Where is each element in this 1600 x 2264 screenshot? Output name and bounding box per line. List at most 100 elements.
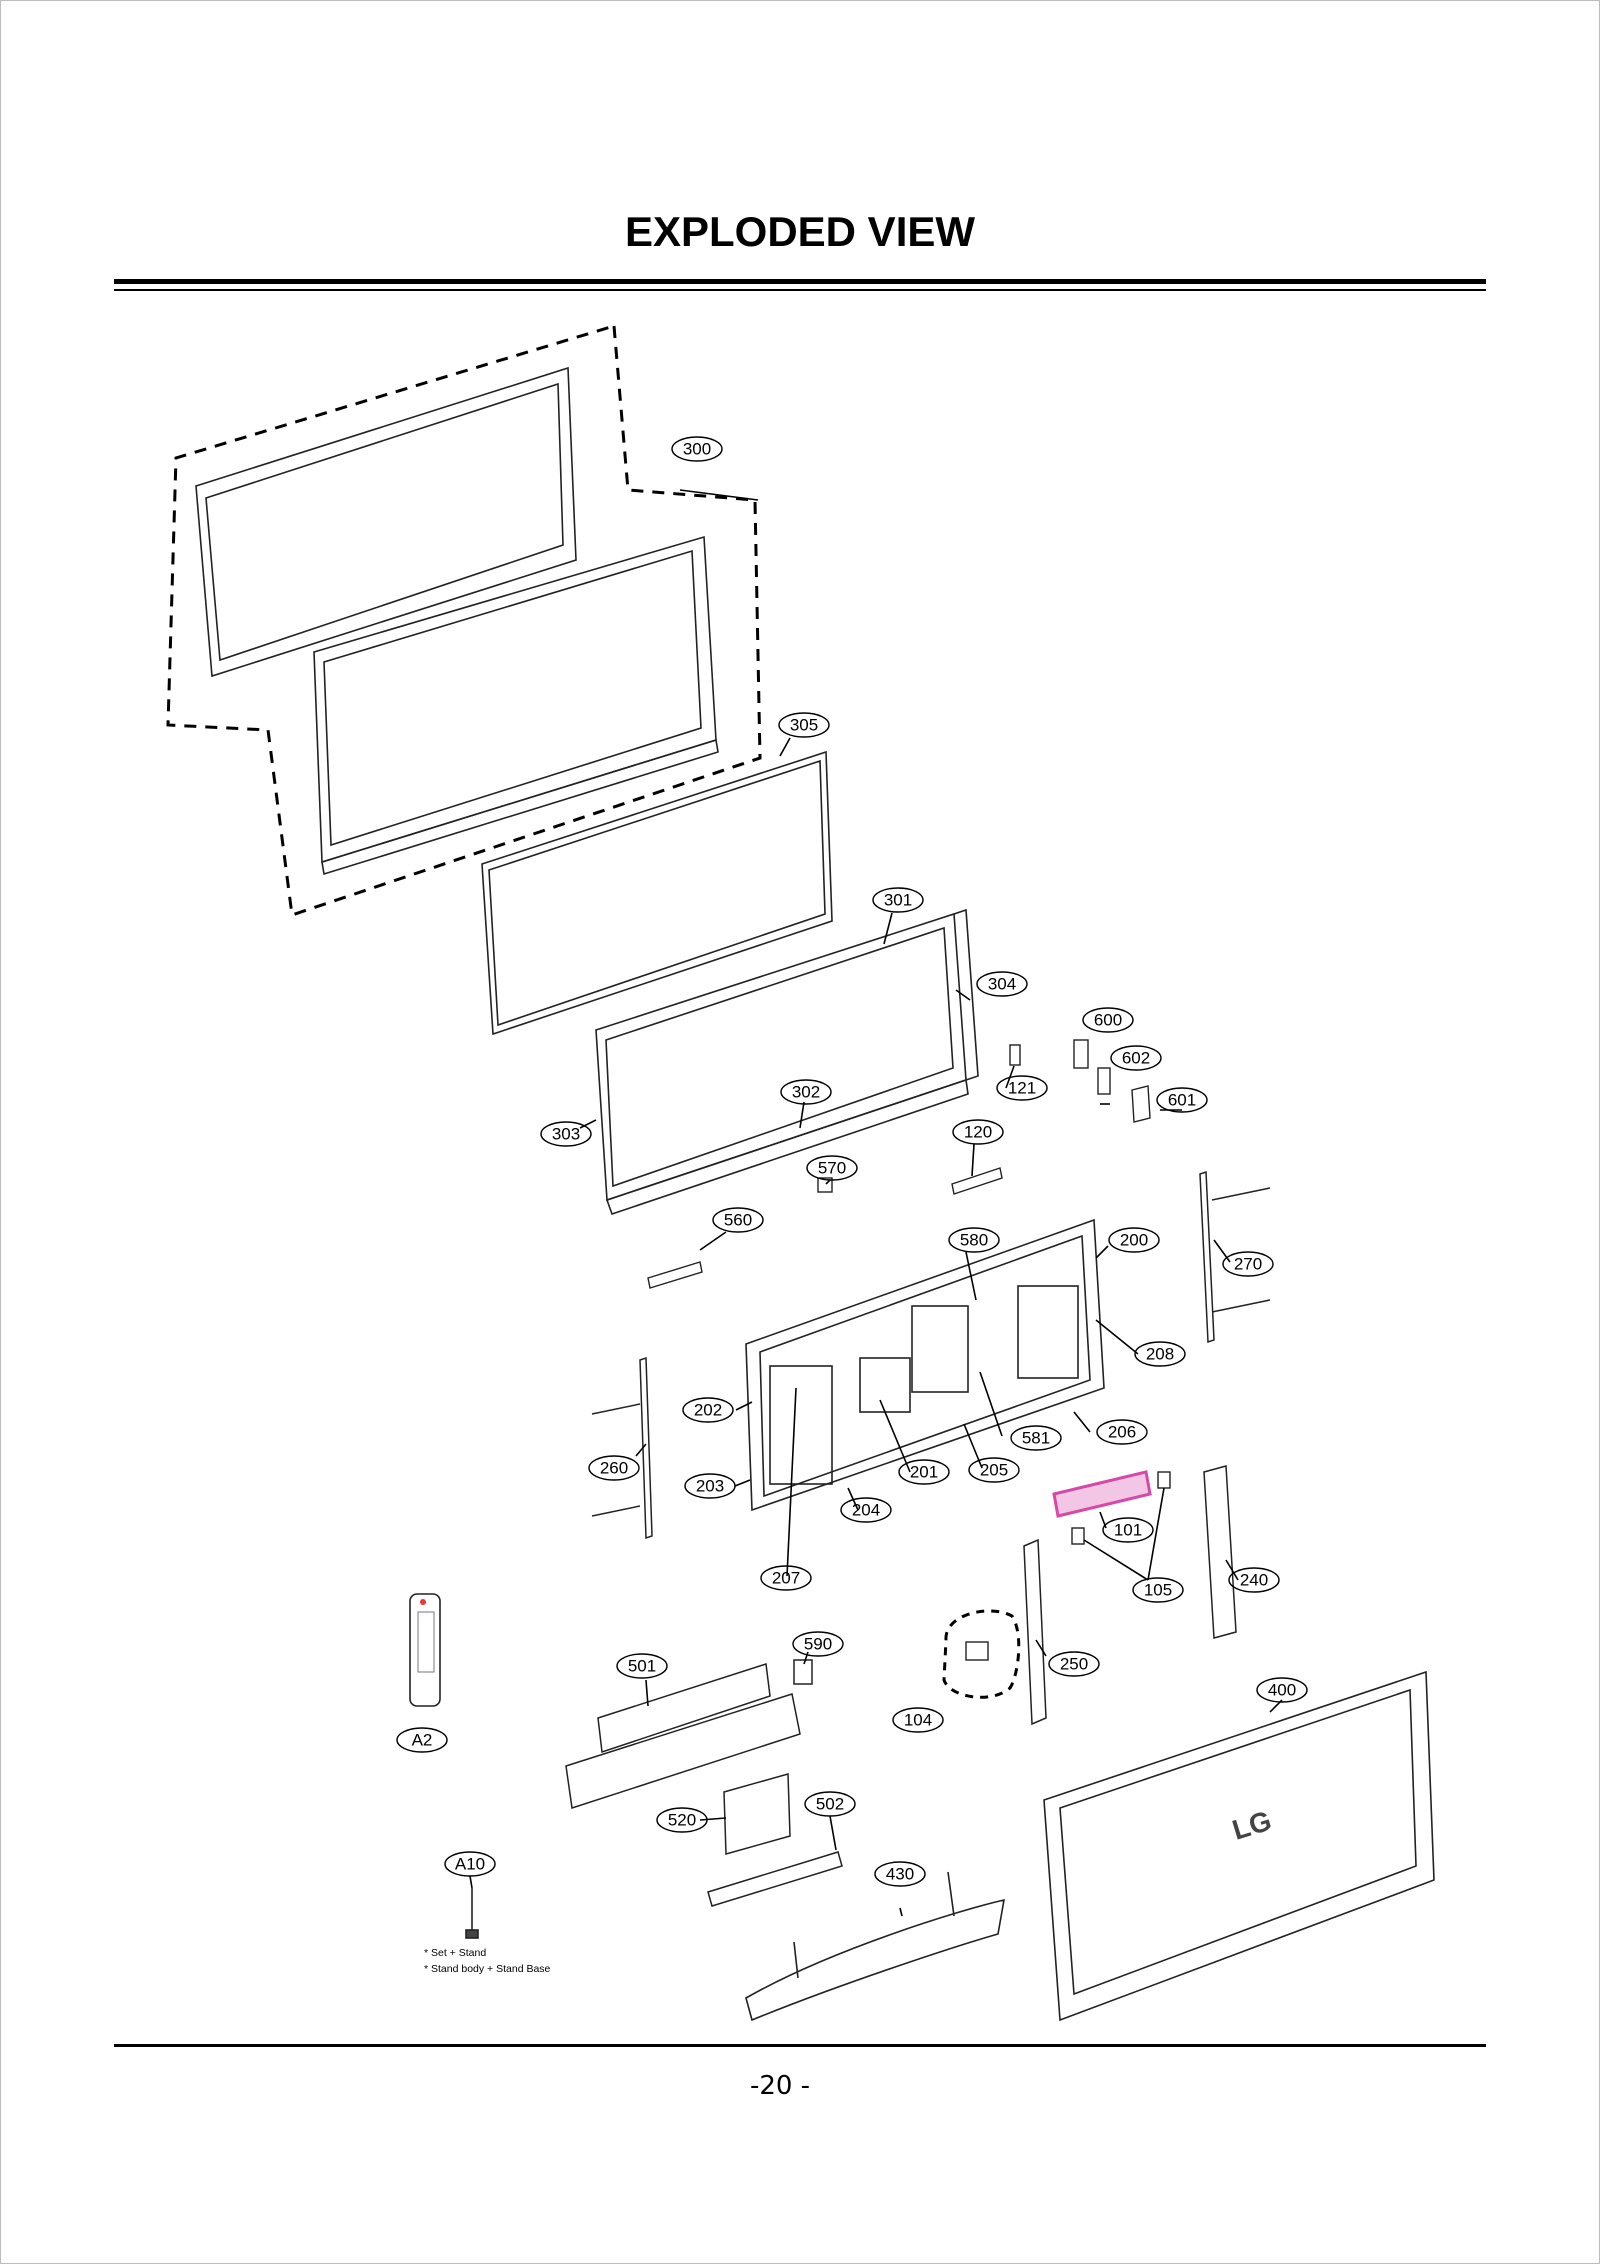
callout-105-text: 105 [1144, 1581, 1172, 1600]
callout-260: 260 [588, 1455, 640, 1481]
note-set-stand: * Set + Stand [424, 1947, 486, 1959]
callout-270-text: 270 [1234, 1255, 1262, 1274]
callout-305: 305 [778, 712, 830, 738]
back-cover-part [1043, 1670, 1435, 2022]
callout-304: 304 [976, 971, 1028, 997]
callout-570-text: 570 [818, 1159, 846, 1178]
callout-120-text: 120 [964, 1123, 992, 1142]
callout-501-text: 501 [628, 1657, 656, 1676]
callout-207: 207 [760, 1565, 812, 1591]
callout-600-text: 600 [1094, 1011, 1122, 1030]
callout-101: 101 [1102, 1517, 1154, 1543]
header-rule [114, 279, 1486, 291]
callout-203-text: 203 [696, 1477, 724, 1496]
callout-501: 501 [616, 1653, 668, 1679]
callout-250: 250 [1048, 1651, 1100, 1677]
callout-200: 200 [1108, 1227, 1160, 1253]
callout-502: 502 [804, 1791, 856, 1817]
callout-520-text: 520 [668, 1811, 696, 1830]
callout-120: 120 [952, 1119, 1004, 1145]
callout-105: 105 [1132, 1577, 1184, 1603]
callout-206-text: 206 [1108, 1423, 1136, 1442]
callout-580-text: 580 [960, 1231, 988, 1250]
page-number: -20 - [749, 2071, 811, 2101]
callout-200-text: 200 [1120, 1231, 1148, 1250]
callout-430-text: 430 [886, 1865, 914, 1884]
callout-300: 300 [671, 436, 723, 462]
callout-203: 203 [684, 1473, 736, 1499]
callout-600: 600 [1082, 1007, 1134, 1033]
leader-lines [469, 489, 1283, 1917]
callout-A2: A2 [396, 1727, 448, 1753]
callout-121: 121 [996, 1075, 1048, 1101]
callout-104: 104 [892, 1707, 944, 1733]
callout-208-text: 208 [1146, 1345, 1174, 1364]
callout-580: 580 [948, 1227, 1000, 1253]
callout-240: 240 [1228, 1567, 1280, 1593]
callout-602-text: 602 [1122, 1049, 1150, 1068]
callout-601: 601 [1156, 1087, 1208, 1113]
callout-A10: A10 [444, 1851, 496, 1877]
page-title: EXPLODED VIEW [624, 208, 976, 255]
footer-rule [114, 2044, 1486, 2047]
lower-parts [565, 1659, 843, 1907]
callout-560-text: 560 [724, 1211, 752, 1230]
callout-400-text: 400 [1268, 1681, 1296, 1700]
part-101-highlighted [1052, 1470, 1152, 1518]
small-parts [647, 1039, 1151, 1289]
screw-part [465, 1888, 479, 1939]
callout-207-text: 207 [772, 1569, 800, 1588]
callout-304-text: 304 [988, 975, 1016, 994]
callout-240-text: 240 [1240, 1571, 1268, 1590]
callout-204: 204 [840, 1497, 892, 1523]
callout-560: 560 [712, 1207, 764, 1233]
front-bezel-part [195, 366, 719, 876]
callout-581-text: 581 [1022, 1429, 1050, 1448]
callout-300-text: 300 [683, 440, 711, 459]
callout-581: 581 [1010, 1425, 1062, 1451]
callout-270: 270 [1222, 1251, 1274, 1277]
rear-chassis-part [745, 1218, 1105, 1512]
part-104-dashed-outline [942, 1609, 1021, 1699]
callout-201: 201 [898, 1459, 950, 1485]
callout-104-text: 104 [904, 1711, 932, 1730]
callout-205-text: 205 [980, 1461, 1008, 1480]
callout-303: 303 [540, 1121, 592, 1147]
callout-208: 208 [1134, 1341, 1186, 1367]
callout-570: 570 [806, 1155, 858, 1181]
note-stand-body: * Stand body + Stand Base [424, 1963, 551, 1975]
callout-101-text: 101 [1114, 1521, 1142, 1540]
callout-205: 205 [968, 1457, 1020, 1483]
panel-glass-part [481, 750, 833, 1036]
callout-202: 202 [682, 1397, 734, 1423]
callout-305-text: 305 [790, 716, 818, 735]
stand-part [745, 1871, 1005, 2022]
callout-A2-text: A2 [412, 1731, 433, 1750]
callout-520: 520 [656, 1807, 708, 1833]
callout-201-text: 201 [910, 1463, 938, 1482]
callout-A10-text: A10 [455, 1855, 485, 1874]
callout-430: 430 [874, 1861, 926, 1887]
part-104 [965, 1641, 989, 1661]
callout-204-text: 204 [852, 1501, 880, 1520]
callout-301: 301 [872, 887, 924, 913]
callout-260-text: 260 [600, 1459, 628, 1478]
callout-303-text: 303 [552, 1125, 580, 1144]
callout-302: 302 [780, 1079, 832, 1105]
callout-602: 602 [1110, 1045, 1162, 1071]
callout-202-text: 202 [694, 1401, 722, 1420]
side-brackets [591, 1170, 1271, 1726]
callout-400: 400 [1256, 1677, 1308, 1703]
callout-590-text: 590 [804, 1635, 832, 1654]
callout-206: 206 [1096, 1419, 1148, 1445]
lg-logo: LG [1229, 1805, 1275, 1846]
callout-302-text: 302 [792, 1083, 820, 1102]
lcd-module-part [595, 908, 979, 1216]
remote-control-part [409, 1593, 441, 1707]
callout-590: 590 [792, 1631, 844, 1657]
callout-502-text: 502 [816, 1795, 844, 1814]
callouts: 300 305 301 304 600 602 121 601 302 303 … [396, 436, 1308, 1887]
callout-301-text: 301 [884, 891, 912, 910]
callout-250-text: 250 [1060, 1655, 1088, 1674]
